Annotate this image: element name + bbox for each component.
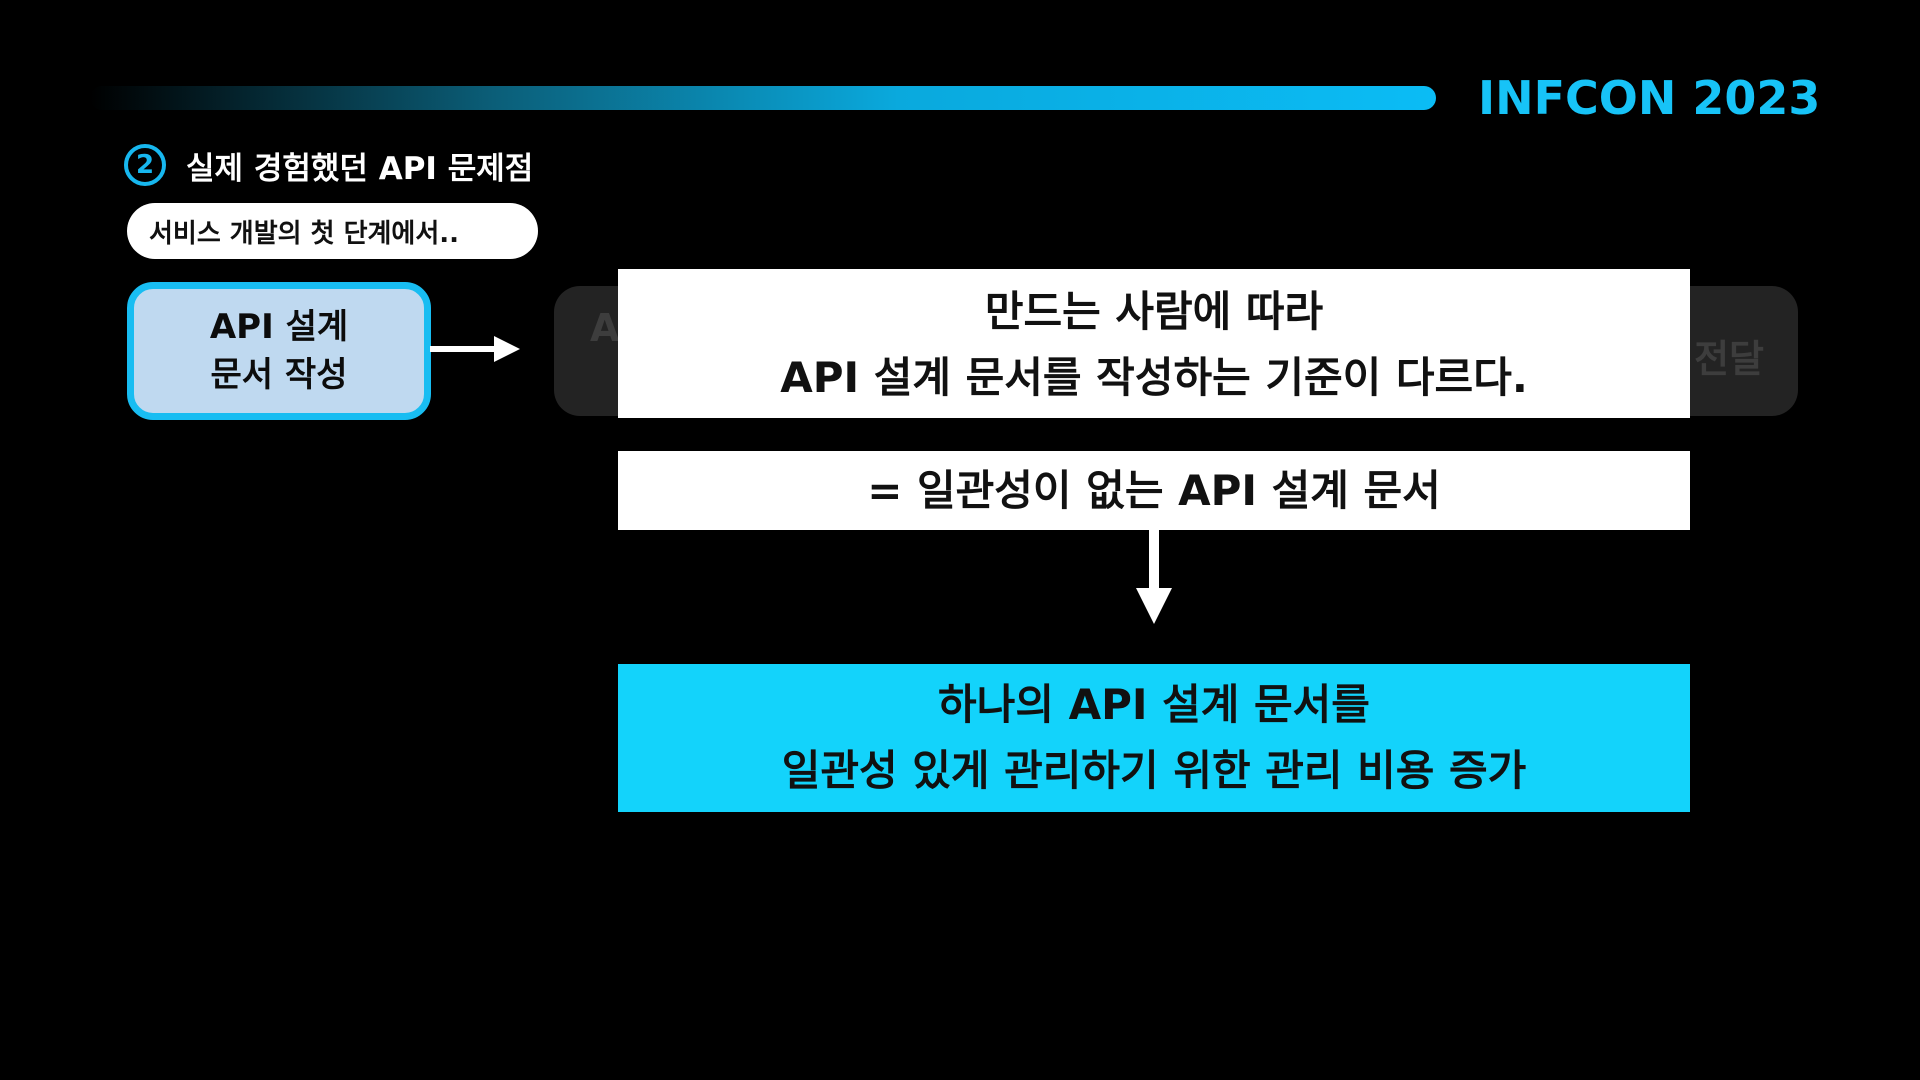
callout-2-line-1: = 일관성이 없는 API 설계 문서 xyxy=(867,466,1441,515)
callout-1-line-1: 만드는 사람에 따라 xyxy=(984,287,1324,336)
callout-inconsistent-docs: = 일관성이 없는 API 설계 문서 xyxy=(618,451,1690,530)
callout-1-line-2: API 설계 문서를 작성하는 기준이 다르다. xyxy=(780,353,1528,402)
arrow-down-icon xyxy=(1136,530,1172,624)
step-box-api-design-doc: API 설계 문서 작성 xyxy=(127,282,431,420)
result-line-2: 일관성 있게 관리하기 위한 관리 비용 증가 xyxy=(781,746,1527,795)
subtitle-pill: 서비스 개발의 첫 단계에서.. xyxy=(127,203,538,259)
section-header: 2 실제 경험했던 API 문제점 xyxy=(124,140,533,190)
section-number-badge: 2 xyxy=(124,144,166,186)
step-box-line-2: 문서 작성 xyxy=(210,355,348,395)
faded-step-text-right: 전달 xyxy=(1694,337,1764,381)
header-gradient-bar xyxy=(90,86,1436,110)
callout-inconsistent-criteria: 만드는 사람에 따라 API 설계 문서를 작성하는 기준이 다르다. xyxy=(618,269,1690,418)
brand-logo-text: INFCON 2023 xyxy=(1478,71,1821,125)
result-box-management-cost: 하나의 API 설계 문서를 일관성 있게 관리하기 위한 관리 비용 증가 xyxy=(618,664,1690,812)
result-line-1: 하나의 API 설계 문서를 xyxy=(938,680,1370,729)
step-box-line-1: API 설계 xyxy=(209,307,349,347)
arrow-right-icon xyxy=(430,336,520,362)
faded-step-text-left: A xyxy=(590,306,620,350)
section-title: 실제 경험했던 API 문제점 xyxy=(186,150,534,187)
